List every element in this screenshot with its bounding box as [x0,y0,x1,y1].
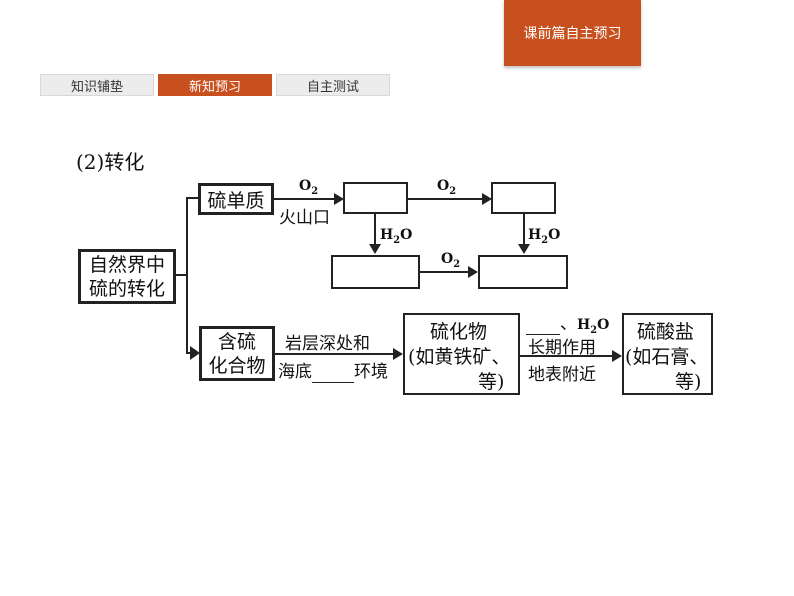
h2o-label-2: H2O [528,227,561,246]
root-box: 自然界中 硫的转化 [78,249,176,304]
sulfate-line2: (如石膏、 [625,346,709,368]
section-tag: 课前篇自主预习 [504,0,641,66]
o2-label-1: O2 [299,178,319,197]
connector-to-element [186,197,198,199]
tab-self-test[interactable]: 自主测试 [276,74,390,96]
arrow-element-to-blank1 [274,198,336,200]
blank-box-2[interactable] [491,182,556,214]
sulfide-line2: (如黄铁矿、 [408,346,511,368]
blank-box-1[interactable] [343,182,408,214]
blank-box-3[interactable] [331,255,420,289]
compound-line2: 化合物 [208,354,266,377]
arrow-blank1-down [374,214,376,246]
connector-root-trunk [175,274,187,276]
condition1-blank[interactable] [312,362,354,383]
condition1-line2: 海底 环境 [278,362,388,383]
sulfate-box: 硫酸盐 (如石膏、 等) [622,313,713,395]
arrow-head-blank1-down [369,244,381,254]
sulfate-blank[interactable] [629,371,675,394]
arrow-head-blank2-down [518,244,530,254]
condition1-line1: 岩层深处和 [285,334,370,354]
root-line1: 自然界中 [88,253,165,276]
tab-new-knowledge-preview[interactable]: 新知预习 [158,74,272,96]
arrow-head-compound-to-sulfide [393,348,403,360]
blank-box-4[interactable] [478,255,568,289]
arrow-head-blank3-to-blank4 [468,266,478,278]
sulfur-element-label: 硫单质 [207,189,265,212]
condition2-line3: 地表附近 [528,365,596,385]
arrow-blank1-to-blank2 [408,198,484,200]
h2o-label-1: H2O [380,227,413,246]
arrow-blank3-to-blank4 [420,271,470,273]
sulfide-blank[interactable] [413,371,478,394]
condition2-blank[interactable] [526,314,560,335]
arrow-to-compound [190,346,200,360]
o2-label-2: O2 [437,178,457,197]
arrow-compound-to-sulfide [275,353,395,355]
volcano-label: 火山口 [279,208,330,228]
arrow-head-blank1-to-blank2 [482,193,492,205]
sulfur-element-box: 硫单质 [198,183,274,215]
sulfide-line3: 等) [413,367,504,394]
tab-knowledge-foundation[interactable]: 知识铺垫 [40,74,154,96]
tab-bar: 知识铺垫 新知预习 自主测试 [40,74,390,96]
connector-vertical [186,197,188,353]
sulfate-line1: 硫酸盐 [637,321,695,343]
arrow-head-element-to-blank1 [334,193,344,205]
sulfide-line1: 硫化物 [430,321,488,343]
compound-line1: 含硫 [217,330,256,353]
condition2-line2: 长期作用 [528,338,596,358]
diagram-heading: (2)转化 [76,150,145,174]
sulfate-line3: 等) [629,367,701,394]
root-line2: 硫的转化 [88,277,165,300]
compound-box: 含硫 化合物 [199,326,275,381]
condition2-line1: 、H2O [526,309,609,336]
arrow-blank2-down [523,214,525,246]
sulfide-box: 硫化物 (如黄铁矿、 等) [403,313,520,395]
arrow-sulfide-to-sulfate [520,355,614,357]
arrow-head-sulfide-to-sulfate [612,350,622,362]
o2-label-3: O2 [441,251,461,270]
